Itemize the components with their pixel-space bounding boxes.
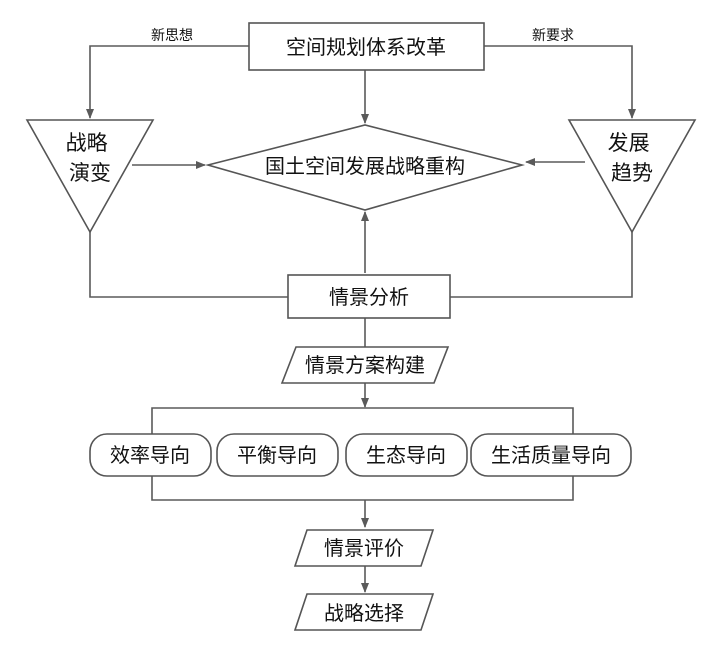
orientation-balance-label: 平衡导向: [237, 443, 317, 467]
line-development-trend-to-scenario-analysis: [450, 230, 633, 298]
scenario-analysis-label: 情景分析: [329, 285, 409, 309]
orientation-balance-box: [216, 433, 339, 477]
scenario-construction-parallelogram: [280, 346, 450, 384]
line-strategy-evolution-to-scenario-analysis: [89, 230, 288, 298]
strategy-selection-label: 战略选择: [324, 601, 404, 625]
reform-label: 空间规划体系改革: [286, 35, 446, 59]
development-trend-label: 发展 趋势: [608, 131, 657, 185]
reconstruction-label: 国土空间发展战略重构: [265, 154, 465, 178]
orientation-efficiency-label: 效率导向: [110, 443, 190, 467]
strategy-evolution-line2: 演变: [69, 161, 111, 185]
arrow-reform-to-development-trend: [484, 45, 636, 119]
strategy-selection-parallelogram: [293, 593, 435, 631]
orientation-efficiency-box: [89, 433, 212, 477]
development-trend-triangle: [567, 119, 697, 234]
reform-box: [248, 22, 485, 71]
orientation-ecology-label: 生态导向: [366, 443, 446, 467]
connectors: [86, 45, 636, 593]
development-trend-line1: 发展: [608, 131, 650, 155]
orientation-bracket-bottom: [151, 476, 574, 501]
scenario-evaluation-label: 情景评价: [324, 536, 404, 560]
edge-label-new-thinking: 新思想: [151, 28, 193, 44]
strategy-evolution-line1: 战略: [66, 131, 108, 155]
scenario-evaluation-parallelogram: [293, 529, 435, 567]
scenario-analysis-box: [287, 274, 451, 319]
orientation-quality-of-life-label: 生活质量导向: [491, 443, 611, 467]
arrow-reform-to-strategy-evolution: [86, 45, 249, 119]
orientation-bracket-top: [151, 407, 574, 434]
edge-label-new-requirements: 新要求: [532, 28, 574, 44]
strategy-evolution-label: 战略 演变: [66, 131, 115, 185]
strategy-evolution-triangle: [25, 119, 155, 234]
orientation-ecology-box: [345, 433, 468, 477]
orientation-quality-of-life-box: [470, 433, 632, 477]
reconstruction-diamond: [204, 124, 526, 211]
scenario-construction-label: 情景方案构建: [305, 353, 425, 377]
development-trend-line2: 趋势: [611, 161, 653, 185]
